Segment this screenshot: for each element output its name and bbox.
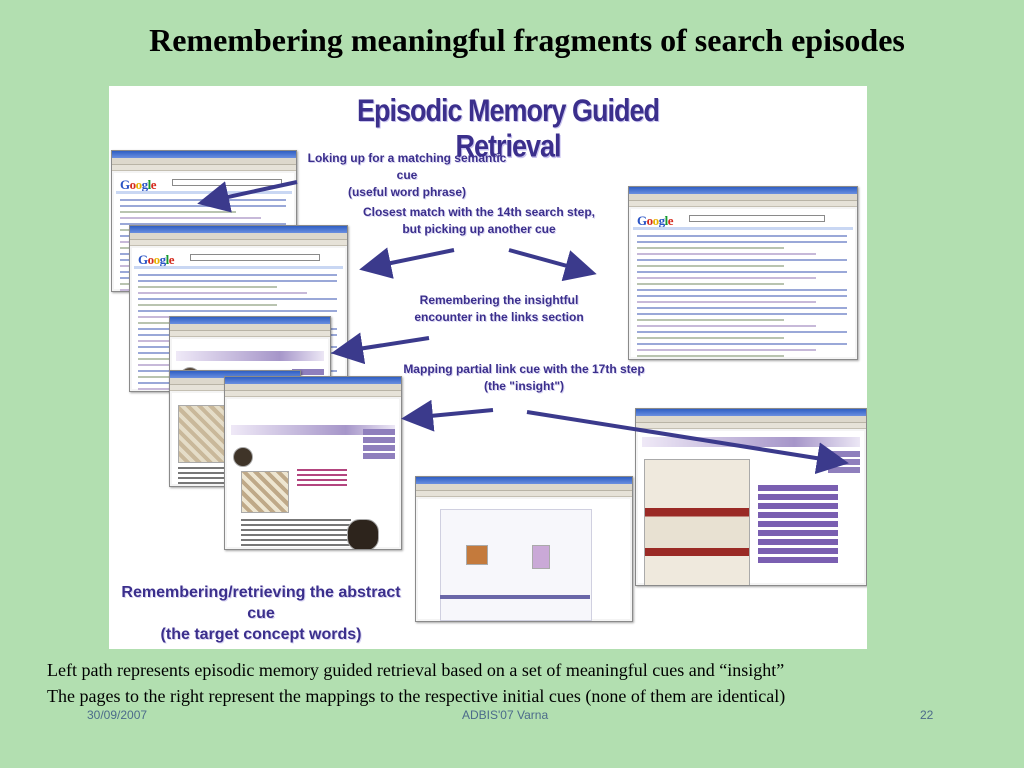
slide-title: Remembering meaningful fragments of sear… bbox=[149, 22, 905, 58]
japanese-site-screenshot-4 bbox=[635, 408, 867, 586]
art-village-screenshot bbox=[415, 476, 633, 622]
arrow-to-insight-right bbox=[526, 410, 849, 475]
arrow-to-google-3 bbox=[508, 248, 597, 282]
footer-event: ADBIS'07 Varna bbox=[462, 708, 549, 722]
google-logo-icon: Google bbox=[138, 252, 175, 267]
arrows-layer bbox=[197, 180, 849, 475]
cue-semantic-line-2: (useful word phrase) bbox=[347, 185, 466, 199]
arrow-to-google-1 bbox=[197, 180, 298, 213]
arrow-to-links bbox=[331, 332, 430, 365]
google-logo-icon: Google bbox=[637, 213, 674, 228]
footer-date: 30/09/2007 bbox=[87, 708, 148, 722]
cue-insightful: Remembering the insightful encounter in … bbox=[399, 292, 599, 326]
arrow-to-insight bbox=[401, 399, 494, 432]
arrow-to-google-2 bbox=[359, 247, 455, 279]
japanese-site-screenshot-3 bbox=[224, 376, 402, 550]
caption-line-2: The pages to the right represent the map… bbox=[47, 686, 786, 706]
cue-abstract-line-1: Remembering/retrieving the abstract cue bbox=[121, 584, 401, 622]
cue-mapping-line-2: (the "insight") bbox=[483, 379, 565, 393]
cue-semantic-line-1: Loking up for a matching semantic cue bbox=[307, 151, 507, 182]
cue-mapping: Mapping partial link cue with the 17th s… bbox=[399, 361, 649, 395]
footer-page-number: 22 bbox=[920, 708, 934, 722]
google-logo-icon: Google bbox=[120, 177, 157, 192]
cue-abstract-line-2: (the target concept words) bbox=[160, 626, 362, 643]
cue-mapping-line-1: Mapping partial link cue with the 17th s… bbox=[403, 362, 645, 376]
cue-closest-match-line-2: but picking up another cue bbox=[402, 222, 556, 236]
cue-insightful-line-1: Remembering the insightful bbox=[419, 293, 579, 307]
cue-closest-match-line-1: Closest match with the 14th search step, bbox=[362, 205, 596, 219]
figure-heading: Episodic Memory Guided Retrieval bbox=[356, 93, 660, 164]
episodic-retrieval-figure: Google Google bbox=[109, 86, 867, 649]
cue-semantic: Loking up for a matching semantic cue (u… bbox=[297, 150, 517, 201]
cue-insightful-line-2: encounter in the links section bbox=[414, 310, 584, 324]
cue-closest-match: Closest match with the 14th search step,… bbox=[359, 204, 599, 238]
cue-abstract: Remembering/retrieving the abstract cue … bbox=[111, 582, 411, 645]
caption-line-1: Left path represents episodic memory gui… bbox=[47, 660, 785, 680]
google-results-screenshot-3: Google bbox=[628, 186, 858, 360]
